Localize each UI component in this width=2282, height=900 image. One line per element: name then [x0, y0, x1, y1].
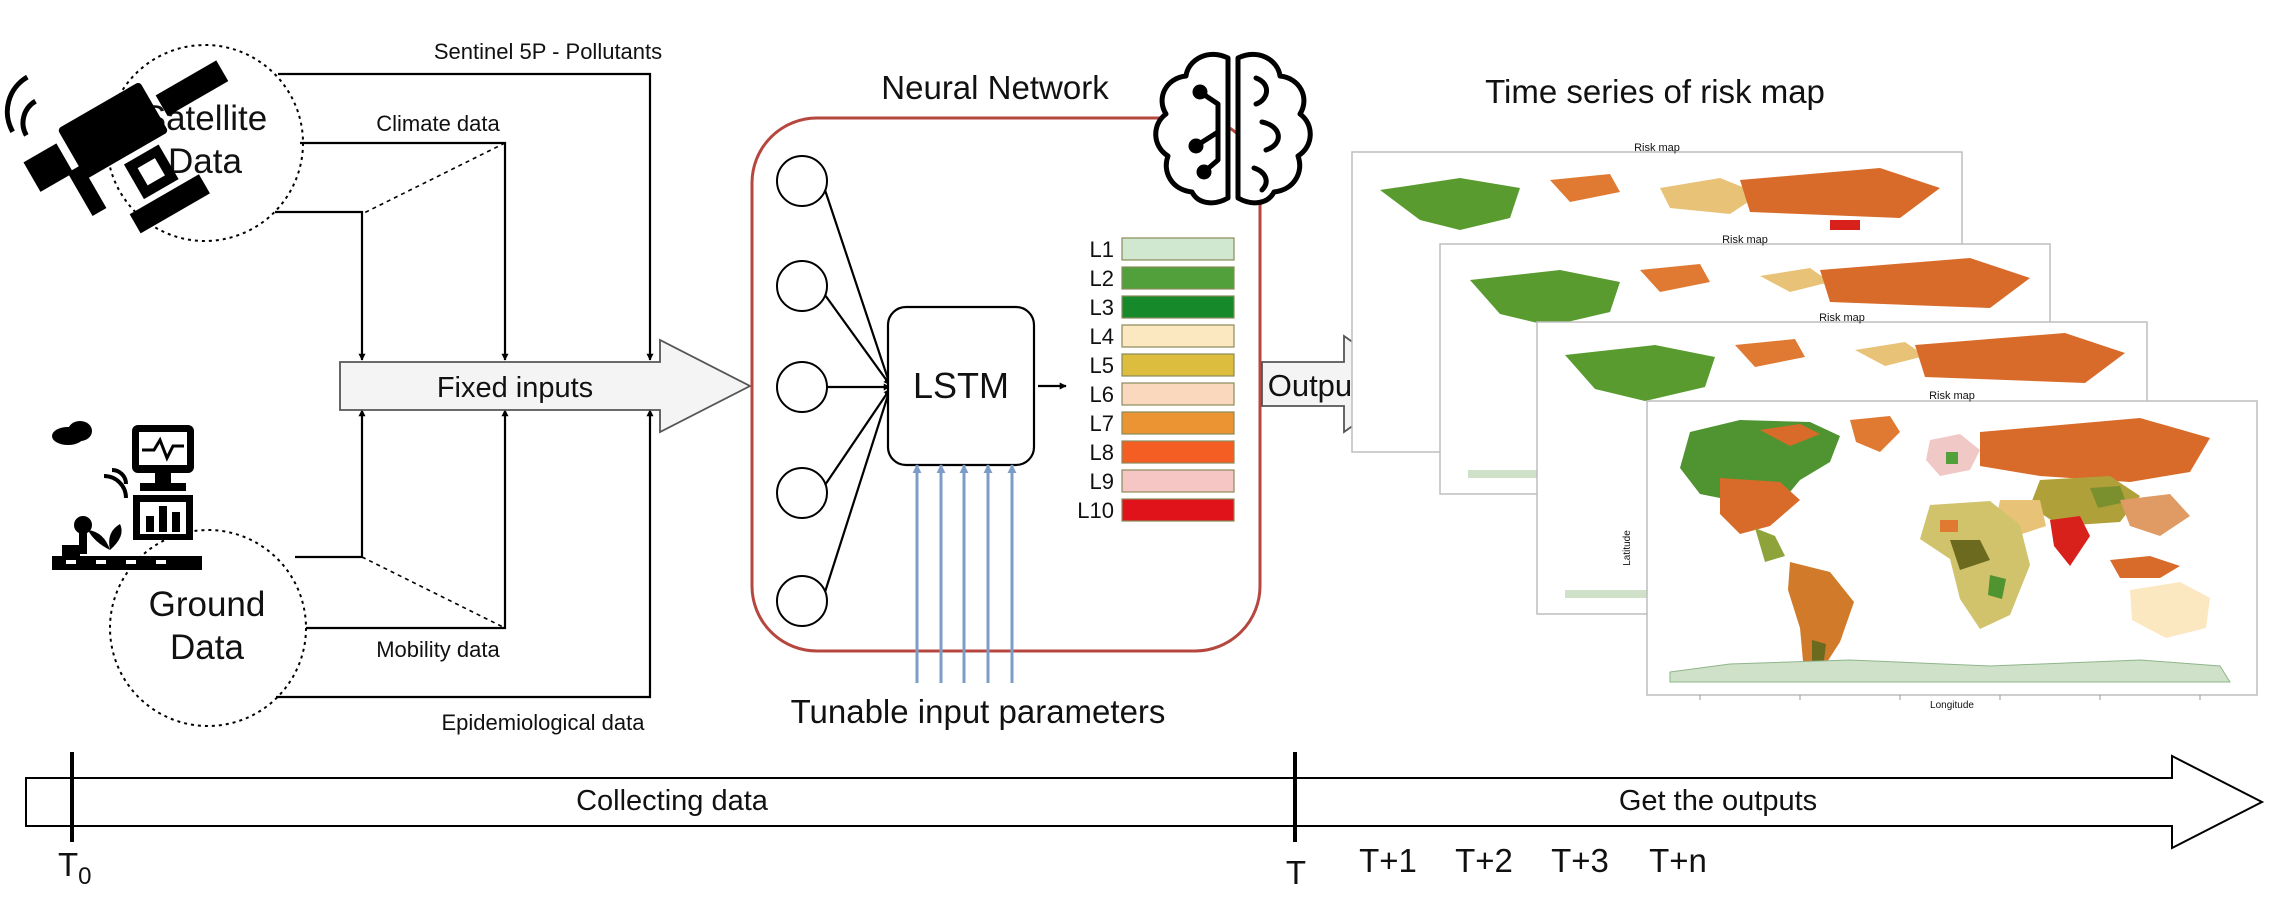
risk-map-4-ticks — [1699, 695, 2201, 700]
risk-level-swatch-8 — [1121, 440, 1235, 464]
tunable-arrows — [912, 464, 1017, 683]
risk-map-2-title: Risk map — [1722, 234, 1768, 246]
get-outputs-label: Get the outputs — [1619, 785, 1817, 817]
risk-level-swatch-3 — [1121, 295, 1235, 319]
timestep-n: T+n — [1649, 842, 1707, 879]
fixed-inputs-label: Fixed inputs — [437, 372, 593, 404]
risk-level-label-1: L1 — [1090, 237, 1114, 262]
risk-level-label-4: L4 — [1090, 324, 1114, 349]
data-lines — [275, 72, 654, 699]
risk-level-label-5: L5 — [1090, 353, 1114, 378]
risk-map-1-title: Risk map — [1634, 142, 1680, 154]
fixed-inputs-arrow: Fixed inputs — [339, 338, 752, 434]
sentinel-label: Sentinel 5P - Pollutants — [434, 39, 662, 64]
epidemiological-label: Epidemiological data — [441, 710, 645, 735]
tunable-parameters-label: Tunable input parameters — [791, 693, 1166, 730]
satellite-icon — [4, 60, 229, 234]
risk-level-swatch-2 — [1121, 266, 1235, 290]
collecting-data-label: Collecting data — [576, 785, 769, 817]
risk-level-swatch-10 — [1121, 498, 1235, 522]
risk-map-3-title: Risk map — [1819, 312, 1865, 324]
timestep-1: T+1 — [1359, 842, 1417, 879]
risk-level-swatch-4 — [1121, 324, 1235, 348]
timestep-3: T+3 — [1551, 842, 1609, 879]
risk-level-label-9: L9 — [1090, 469, 1114, 494]
risk-level-label-2: L2 — [1090, 266, 1114, 291]
risk-map-4-y-axis: Latitude — [1622, 530, 1633, 566]
risk-level-label-8: L8 — [1090, 440, 1114, 465]
climate-label: Climate data — [376, 111, 500, 136]
risk-maps-title: Time series of risk map — [1485, 73, 1825, 110]
risk-map-4-x-axis: Longitude — [1930, 700, 1974, 711]
t0-label: T0 — [58, 846, 92, 890]
risk-level-label-7: L7 — [1090, 411, 1114, 436]
brain-icon — [1153, 51, 1313, 206]
neural-network-box — [750, 116, 1262, 653]
lstm-label: LSTM — [913, 365, 1009, 406]
risk-level-swatch-9 — [1121, 469, 1235, 493]
risk-map-stack: Risk map Risk map Risk map — [1351, 142, 2258, 711]
risk-level-swatch-7 — [1121, 411, 1235, 435]
input-neurons — [776, 155, 892, 627]
satellite-label-line2: Data — [168, 142, 242, 181]
risk-level-swatch-6 — [1121, 382, 1235, 406]
mobility-label: Mobility data — [376, 637, 500, 662]
timeline-arrow — [25, 752, 2265, 850]
ground-label-line1: Ground — [149, 585, 266, 624]
risk-level-swatch-1 — [1121, 237, 1235, 261]
risk-level-label-6: L6 — [1090, 382, 1114, 407]
ground-label-line2: Data — [170, 628, 244, 667]
neural-network-title: Neural Network — [881, 69, 1109, 106]
risk-level-label-3: L3 — [1090, 295, 1114, 320]
risk-map-4: Risk map Longitude Latitude — [1622, 390, 2258, 711]
lstm-block: LSTM — [886, 305, 1067, 467]
ground-data-node: Ground Data — [109, 529, 307, 727]
risk-level-swatch-5 — [1121, 353, 1235, 377]
ground-station-icon — [52, 421, 202, 570]
timestep-2: T+2 — [1455, 842, 1513, 879]
risk-map-4-title: Risk map — [1929, 390, 1975, 402]
t-label: T — [1286, 854, 1306, 891]
risk-level-label-10: L10 — [1077, 498, 1114, 523]
